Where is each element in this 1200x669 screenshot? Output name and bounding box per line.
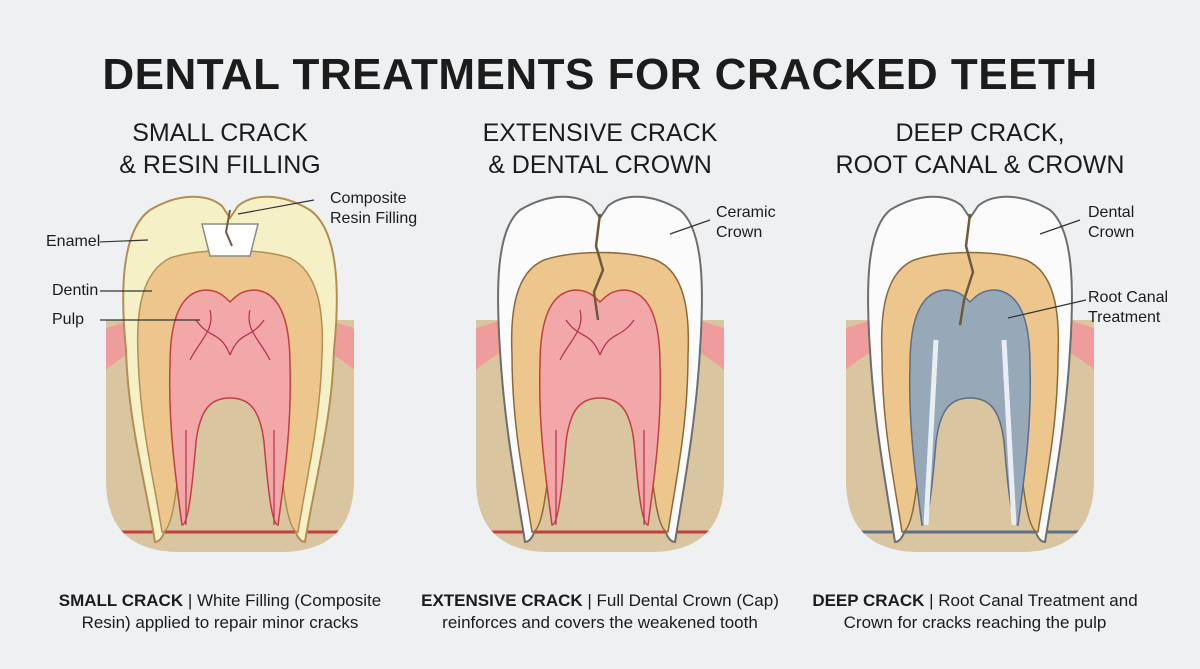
panel-2-caption: EXTENSIVE CRACK | Full Dental Crown (Cap… xyxy=(410,590,790,634)
panel-3-title: DEEP CRACK, ROOT CANAL & CROWN xyxy=(800,117,1160,181)
callout-pulp: Pulp xyxy=(52,311,85,328)
page-title: DENTAL TREATMENTS FOR CRACKED TEETH xyxy=(102,50,1098,99)
panel-1-title-line-1: SMALL CRACK xyxy=(132,119,308,147)
panel-1-caption-bold: SMALL CRACK xyxy=(58,591,184,610)
callout-dentin: Dentin xyxy=(52,282,99,299)
tooth-diagram-dental-crown xyxy=(476,195,724,552)
callout-composite-line-2: Resin Filling xyxy=(330,210,418,227)
callout-ceramic-crown: Ceramic Crown xyxy=(716,203,776,243)
callout-crown-line-2: Crown xyxy=(1088,224,1135,241)
panel-2-title-line-2: & DENTAL CROWN xyxy=(488,151,712,179)
leader-crown xyxy=(669,219,711,235)
callout-crown-line-1: Ceramic xyxy=(716,204,776,221)
nerve-vessels xyxy=(185,309,275,525)
callout-rct-line-1: Root Canal xyxy=(1088,289,1169,306)
panel-3-title-line-1: DEEP CRACK, xyxy=(895,119,1065,147)
deep-crack xyxy=(958,213,975,326)
callout-enamel: Enamel xyxy=(46,233,101,250)
panel-1-caption: SMALL CRACK | White Filling (Composite R… xyxy=(30,590,410,634)
panel-3-caption-line-1: | Root Canal Treatment and xyxy=(929,591,1138,610)
panel-2-caption-bold: EXTENSIVE CRACK xyxy=(421,591,583,610)
callout-rct-line-2: Treatment xyxy=(1088,309,1161,326)
leader-root-canal xyxy=(1007,299,1087,319)
callout-dental-crown: Dental Crown xyxy=(1088,203,1134,243)
panel-2-caption-line-1: | Full Dental Crown (Cap) xyxy=(587,591,779,610)
panel-1-caption-line-2: Resin) applied to repair minor cracks xyxy=(81,613,359,632)
panel-3-title-line-2: ROOT CANAL & CROWN xyxy=(835,151,1125,179)
small-crack xyxy=(224,209,233,247)
callout-root-canal-treatment: Root Canal Treatment xyxy=(1088,288,1168,328)
tooth-diagram-resin-filling xyxy=(100,195,354,552)
panel-3-caption-line-2: Crown for cracks reaching the pulp xyxy=(843,613,1107,632)
extensive-crack xyxy=(592,213,605,321)
root-canal-posts xyxy=(923,339,1017,526)
callout-composite-line-1: Composite xyxy=(330,190,407,207)
tooth-diagram-root-canal-crown xyxy=(846,195,1094,552)
leader-crown xyxy=(1039,219,1081,235)
pulp-chamber xyxy=(538,289,662,526)
panel-3-caption: DEEP CRACK | Root Canal Treatment and Cr… xyxy=(785,590,1165,634)
leader-enamel xyxy=(100,239,149,243)
callout-composite-resin-filling: Composite Resin Filling xyxy=(330,189,417,229)
panel-1-title-line-2: & RESIN FILLING xyxy=(119,151,321,179)
root-canal-filling xyxy=(908,289,1032,526)
panel-1-title: SMALL CRACK & RESIN FILLING xyxy=(40,117,400,181)
panel-2-title-line-1: EXTENSIVE CRACK xyxy=(482,119,718,147)
panel-3-caption-bold: DEEP CRACK xyxy=(812,591,925,610)
leader-composite xyxy=(237,199,315,215)
callout-crown-line-1: Dental xyxy=(1088,204,1135,221)
nerve-vessels xyxy=(555,309,645,525)
panel-1-caption-line-1: | White Filling (Composite xyxy=(187,591,382,610)
callout-crown-line-2: Crown xyxy=(716,224,763,241)
panel-2-title: EXTENSIVE CRACK & DENTAL CROWN xyxy=(420,117,780,181)
panel-2-caption-line-2: reinforces and covers the weakened tooth xyxy=(442,613,758,632)
